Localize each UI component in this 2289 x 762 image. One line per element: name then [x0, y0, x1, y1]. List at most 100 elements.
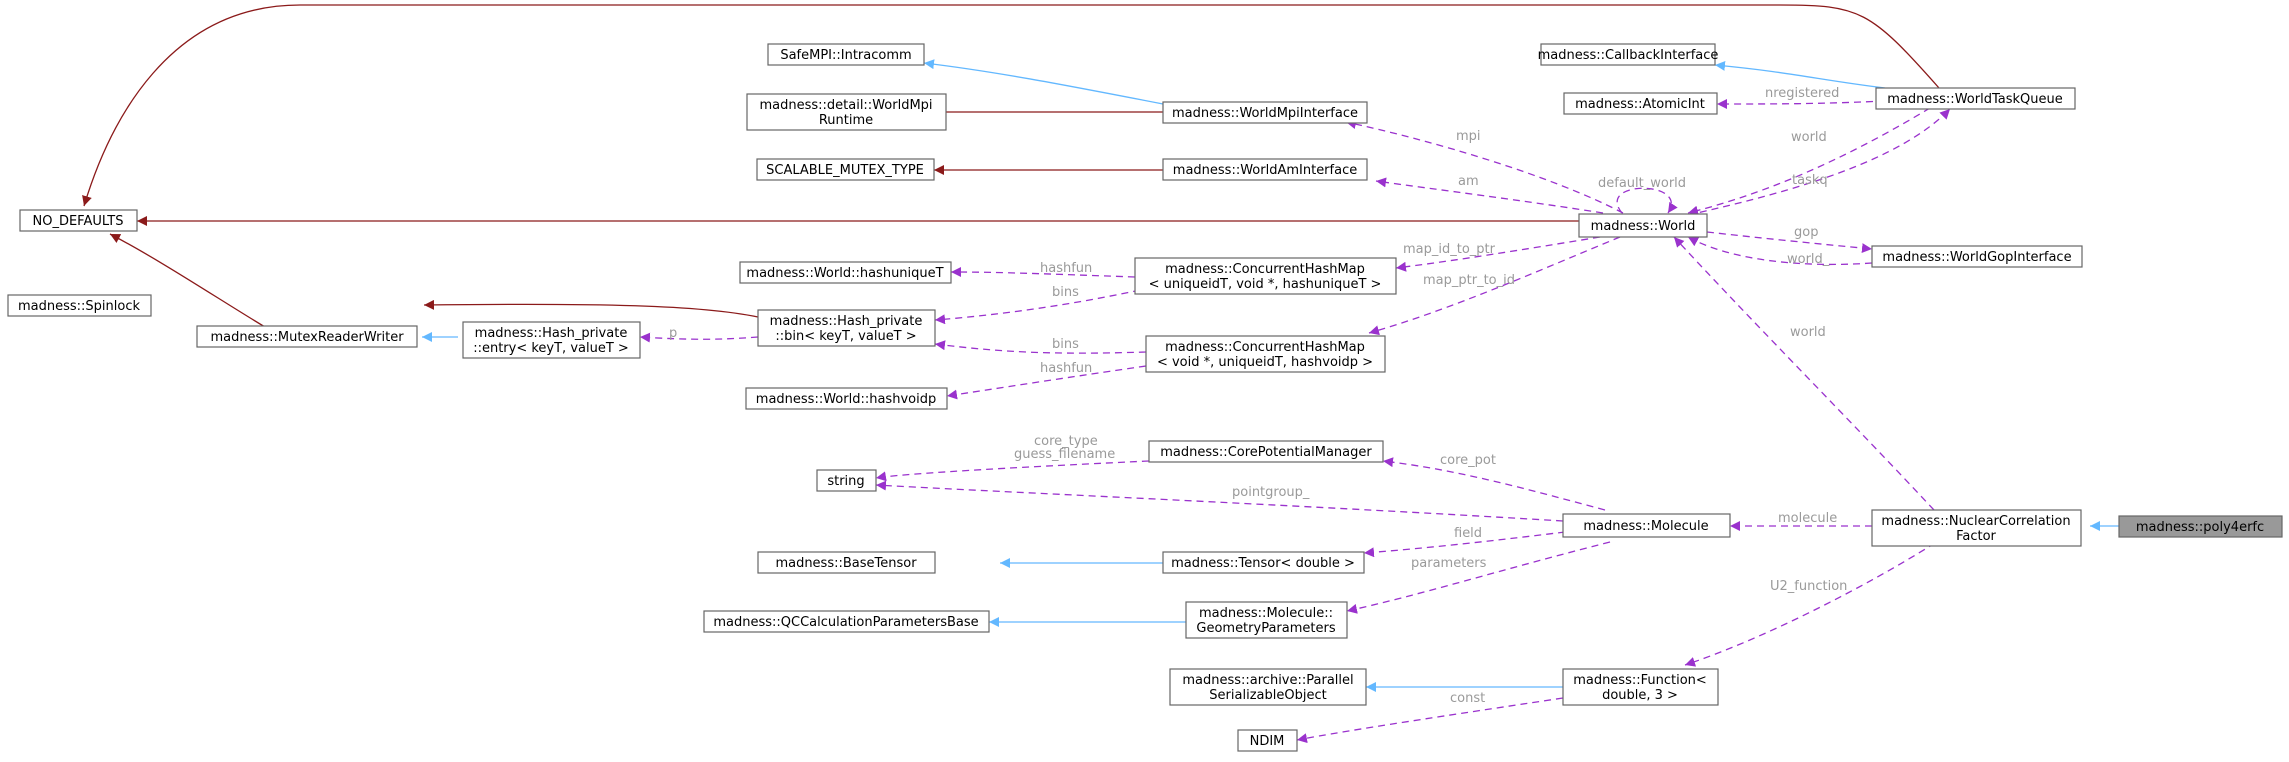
node-scalable-mutex-type[interactable]: SCALABLE_MUTEX_TYPE [756, 158, 935, 181]
node-label: madness::World::hashvoidp [756, 392, 936, 407]
node-hash-private-entry[interactable]: madness::Hash_private ::entry< keyT, val… [462, 321, 641, 359]
edge-label-hashfun-unique: hashfun [1040, 261, 1092, 276]
node-ndim[interactable]: NDIM [1237, 729, 1298, 752]
edge-world-self [1616, 187, 1678, 214]
edge-label-am: am [1458, 174, 1479, 189]
node-label-1: madness::Hash_private [770, 314, 923, 329]
edge-mrw-nodefaults [109, 233, 266, 328]
node-world-hashvoidp[interactable]: madness::World::hashvoidp [745, 387, 948, 410]
node-label: madness::WorldGopInterface [1882, 250, 2071, 265]
edge-chm-unique-bin [934, 289, 1141, 325]
node-world-task-queue[interactable]: madness::WorldTaskQueue [1875, 87, 2076, 110]
node-callback-interface[interactable]: madness::CallbackInterface [1538, 43, 1719, 66]
edge-ncf-world [1673, 236, 1935, 511]
node-label: SafeMPI::Intracomm [780, 48, 911, 63]
edge-wtq-world [1687, 107, 1931, 216]
node-world-gop-interface[interactable]: madness::WorldGopInterface [1871, 245, 2083, 268]
edge-label-pointgroup: pointgroup_ [1232, 485, 1310, 500]
edge-label-map-id-to-ptr: map_id_to_ptr [1403, 242, 1496, 257]
edge-world-wtq [1687, 108, 1951, 216]
node-label: madness::World [1591, 219, 1696, 234]
edge-chm-void-hashvoidp [946, 365, 1147, 400]
edge-bin-entry [639, 332, 759, 343]
node-label: SCALABLE_MUTEX_TYPE [766, 163, 924, 178]
edge-label-hashfun-void: hashfun [1040, 361, 1092, 376]
node-label: madness::World::hashuniqueT [746, 266, 943, 281]
node-molecule[interactable]: madness::Molecule [1562, 513, 1731, 538]
node-no-defaults[interactable]: NO_DEFAULTS [19, 209, 138, 232]
edge-chm-void-bin [934, 340, 1147, 354]
edge-wtq-atomicint [1716, 98, 1886, 109]
edge-label-bins-void: bins [1052, 337, 1079, 352]
node-label: NDIM [1250, 734, 1285, 749]
edge-label-const: const [1450, 691, 1485, 706]
node-qc-calc-params[interactable]: madness::QCCalculationParametersBase [703, 610, 990, 633]
node-world[interactable]: madness::World [1578, 213, 1708, 238]
node-label-1: madness::Hash_private [475, 326, 628, 341]
node-label-1: madness::archive::Parallel [1182, 673, 1353, 688]
node-label: madness::BaseTensor [775, 556, 917, 571]
edge-label-gop: gop [1794, 225, 1818, 240]
node-label-2: < uniqueidT, void *, hashuniqueT > [1149, 277, 1382, 292]
node-label-2: < void *, uniqueidT, hashvoidp > [1157, 355, 1373, 370]
edge-label-core-type: core_type [1034, 434, 1098, 449]
node-geometry-parameters[interactable]: madness::Molecule:: GeometryParameters [1185, 601, 1348, 639]
edge-label-guess-filename: guess_filename [1014, 447, 1115, 462]
edge-label-mpi: mpi [1456, 129, 1481, 144]
node-label: NO_DEFAULTS [32, 214, 123, 229]
edge-world-chm-unique [1395, 236, 1601, 272]
node-label-1: madness::Molecule:: [1199, 606, 1333, 621]
node-spinlock[interactable]: madness::Spinlock [7, 294, 152, 317]
edge-molecule-tensor [1363, 531, 1566, 558]
node-label-2: Factor [1956, 529, 1996, 544]
edge-world-chm-void [1368, 236, 1621, 336]
edge-ncf-function [1684, 542, 1936, 667]
edge-label-map-ptr-to-id: map_ptr_to_id [1423, 273, 1515, 288]
edge-label-u2-function: U2_function [1770, 579, 1847, 594]
node-label-2: Runtime [819, 113, 873, 128]
node-base-tensor[interactable]: madness::BaseTensor [757, 551, 936, 574]
edge-molecule-geom [1346, 541, 1611, 614]
node-world-am-interface[interactable]: madness::WorldAmInterface [1162, 158, 1368, 181]
edge-corepot-string [875, 460, 1150, 482]
node-label-1: madness::detail::WorldMpi [759, 98, 932, 113]
node-label: madness::poly4erfc [2136, 520, 2264, 535]
node-chm-unique[interactable]: madness::ConcurrentHashMap < uniqueidT, … [1134, 257, 1397, 295]
node-worldmpi-runtime[interactable]: madness::detail::WorldMpi Runtime [746, 93, 947, 131]
node-label: madness::CorePotentialManager [1160, 445, 1372, 460]
node-tensor-double[interactable]: madness::Tensor< double > [1162, 551, 1365, 574]
node-function-double3[interactable]: madness::Function< double, 3 > [1562, 668, 1719, 706]
node-label-1: madness::NuclearCorrelation [1881, 514, 2070, 529]
node-label: madness::Molecule [1583, 519, 1708, 534]
edge-label-world-gop: world_ [1787, 252, 1830, 267]
node-chm-void[interactable]: madness::ConcurrentHashMap < void *, uni… [1145, 335, 1386, 373]
node-hash-private-bin[interactable]: madness::Hash_private ::bin< keyT, value… [757, 309, 936, 347]
edge-label-taskq: taskq [1792, 173, 1828, 188]
edge-gop-world [1687, 236, 1873, 266]
node-atomic-int[interactable]: madness::AtomicInt [1563, 92, 1718, 115]
node-poly4erfc[interactable]: madness::poly4erfc [2118, 515, 2283, 538]
edge-label-world-tq: world [1791, 130, 1827, 145]
node-label: madness::Spinlock [18, 299, 140, 314]
node-label: madness::Tensor< double > [1171, 556, 1355, 571]
node-label-2: GeometryParameters [1196, 621, 1335, 636]
node-world-hashuniquet[interactable]: madness::World::hashuniqueT [739, 261, 952, 284]
edge-label-nregistered: nregistered [1765, 86, 1839, 101]
node-label: string [827, 474, 864, 489]
edge-label-molecule: molecule [1778, 511, 1837, 526]
node-core-potential-manager[interactable]: madness::CorePotentialManager [1148, 440, 1384, 463]
edge-label-default-world: default_world [1598, 176, 1686, 191]
node-string[interactable]: string [816, 469, 877, 492]
node-nuclear-correlation-factor[interactable]: madness::NuclearCorrelation Factor [1871, 509, 2082, 547]
edge-label-field: field [1454, 526, 1482, 541]
node-safempi-intracomm[interactable]: SafeMPI::Intracomm [767, 43, 925, 66]
node-parallel-serializable[interactable]: madness::archive::Parallel SerializableO… [1169, 668, 1367, 706]
edge-label-p: p [669, 326, 677, 341]
node-label: madness::WorldMpiInterface [1172, 106, 1358, 121]
node-world-mpi-interface[interactable]: madness::WorldMpiInterface [1162, 101, 1368, 124]
node-label: madness::AtomicInt [1575, 97, 1705, 112]
node-mutex-reader-writer[interactable]: madness::MutexReaderWriter [196, 325, 418, 348]
edge-binp-spinlock [423, 299, 759, 318]
node-label-1: madness::ConcurrentHashMap [1165, 340, 1365, 355]
